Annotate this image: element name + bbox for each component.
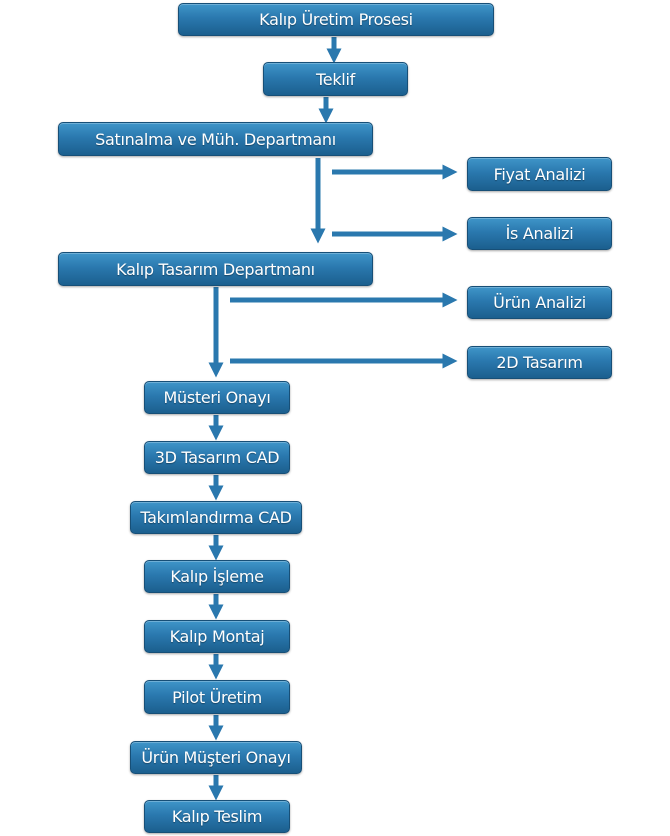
node-kalip-montaj-label: Kalıp Montaj bbox=[169, 627, 265, 646]
node-2d-tasarim: 2D Tasarım bbox=[467, 346, 612, 379]
node-kalip-teslim: Kalıp Teslim bbox=[144, 800, 290, 833]
node-kalip-isleme: Kalıp İşleme bbox=[144, 560, 290, 593]
node-teklif: Teklif bbox=[263, 62, 408, 96]
node-kalip-teslim-label: Kalıp Teslim bbox=[171, 807, 263, 826]
node-pilot-uretim-label: Pilot Üretim bbox=[172, 687, 262, 707]
node-takimlandirma: Takımlandırma CAD bbox=[130, 501, 302, 534]
node-urun-musteri-onayi: Ürün Müşteri Onayı bbox=[130, 741, 302, 774]
node-musteri-onayi-label: Müsteri Onayı bbox=[163, 388, 271, 407]
node-3d-tasarim-label: 3D Tasarım CAD bbox=[154, 448, 280, 467]
node-urun-analizi: Ürün Analizi bbox=[467, 286, 612, 319]
node-3d-tasarim: 3D Tasarım CAD bbox=[144, 441, 290, 474]
node-musteri-onayi: Müsteri Onayı bbox=[144, 381, 290, 414]
node-kalip-tasarim-label: Kalıp Tasarım Departmanı bbox=[116, 259, 315, 279]
node-is-analizi-label: İs Analizi bbox=[505, 224, 574, 243]
node-teklif-label: Teklif bbox=[316, 69, 355, 89]
node-kalip-montaj: Kalıp Montaj bbox=[144, 620, 290, 653]
node-title-label: Kalıp Üretim Prosesi bbox=[259, 10, 413, 29]
node-fiyat-analizi: Fiyat Analizi bbox=[467, 157, 612, 191]
node-fiyat-analizi-label: Fiyat Analizi bbox=[493, 164, 586, 184]
node-satinalma: Satınalma ve Müh. Departmanı bbox=[58, 122, 373, 156]
node-2d-tasarim-label: 2D Tasarım bbox=[496, 353, 583, 372]
node-is-analizi: İs Analizi bbox=[467, 217, 612, 250]
node-urun-musteri-onayi-label: Ürün Müşteri Onayı bbox=[141, 748, 291, 767]
node-urun-analizi-label: Ürün Analizi bbox=[493, 293, 586, 312]
node-pilot-uretim: Pilot Üretim bbox=[144, 680, 290, 714]
node-satinalma-label: Satınalma ve Müh. Departmanı bbox=[95, 129, 336, 149]
node-kalip-tasarim: Kalıp Tasarım Departmanı bbox=[58, 252, 373, 286]
node-kalip-isleme-label: Kalıp İşleme bbox=[170, 567, 264, 586]
node-takimlandirma-label: Takımlandırma CAD bbox=[140, 508, 292, 527]
node-title: Kalıp Üretim Prosesi bbox=[178, 3, 494, 36]
